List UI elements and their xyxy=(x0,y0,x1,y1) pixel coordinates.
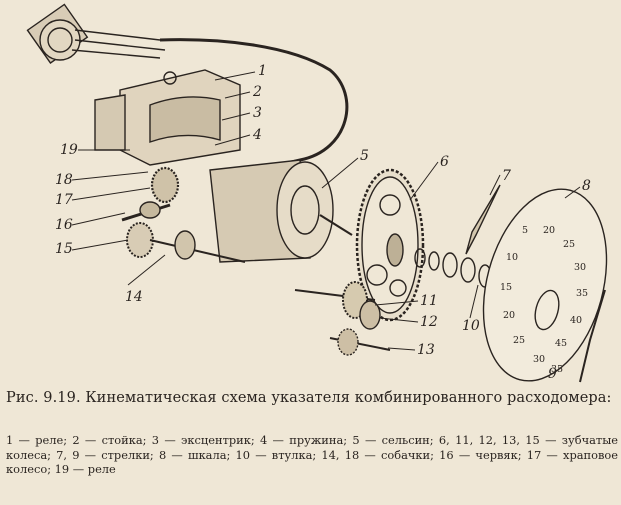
gear-wheels-11-12 xyxy=(294,281,381,330)
leader-lines xyxy=(71,71,581,351)
label-14: 14 xyxy=(125,289,143,305)
label-16: 16 xyxy=(55,217,73,233)
gear-wheel-13 xyxy=(329,328,391,356)
relay-housing xyxy=(94,69,241,166)
pointer-7 xyxy=(465,184,501,255)
dial-number: 20 xyxy=(503,310,515,321)
caption-title: Рис. 9.19. Кинематическая схема указател… xyxy=(6,390,612,406)
label-13: 13 xyxy=(417,342,435,358)
callout-labels: 1 2 3 4 5 6 7 8 9 10 11 12 13 14 15 16 1… xyxy=(55,63,591,382)
dial-number: 15 xyxy=(500,282,512,293)
gear-wheel-6 xyxy=(355,168,425,322)
label-19: 19 xyxy=(60,142,78,158)
dial-numbers: 20 25 30 35 40 45 5 10 15 20 25 30 35 xyxy=(500,225,588,375)
label-18: 18 xyxy=(55,172,73,188)
label-3: 3 xyxy=(253,105,262,121)
dial-number: 40 xyxy=(570,315,582,326)
worm-16 xyxy=(121,201,171,222)
label-1: 1 xyxy=(258,63,267,79)
dial-number: 30 xyxy=(574,262,586,273)
dial-number: 20 xyxy=(543,225,555,236)
selsyn-motor xyxy=(209,159,353,263)
label-15: 15 xyxy=(55,241,73,257)
label-6: 6 xyxy=(440,154,449,170)
label-10: 10 xyxy=(462,318,480,334)
gear-wheel-15 xyxy=(126,222,246,263)
label-9: 9 xyxy=(548,366,557,382)
dial-number: 35 xyxy=(576,288,588,299)
dial-number: 10 xyxy=(506,252,518,263)
pointer-9 xyxy=(579,289,606,383)
connector-plug xyxy=(26,3,166,64)
dial-number: 45 xyxy=(555,338,567,349)
label-2: 2 xyxy=(252,84,262,100)
label-8: 8 xyxy=(582,178,591,194)
dial-number: 35 xyxy=(551,364,563,375)
dial-number: 25 xyxy=(513,335,525,346)
label-4: 4 xyxy=(252,127,262,143)
label-12: 12 xyxy=(420,314,438,330)
ratchet-wheel-17 xyxy=(150,166,180,204)
kinematic-diagram: 20 25 30 35 40 45 5 10 15 20 25 30 35 1 … xyxy=(26,3,608,383)
dial-number: 25 xyxy=(563,239,575,250)
label-5: 5 xyxy=(360,148,369,164)
dial-number: 5 xyxy=(522,225,528,236)
figure-legend: 1 — реле; 2 — стойка; 3 — эксцентрик; 4 … xyxy=(6,433,618,476)
dial-number: 30 xyxy=(533,354,545,365)
label-7: 7 xyxy=(502,168,511,184)
label-17: 17 xyxy=(55,192,73,208)
figure-caption: Рис. 9.19. Кинематическая схема указател… xyxy=(6,390,616,407)
label-11: 11 xyxy=(420,293,438,309)
bushings xyxy=(414,248,492,288)
